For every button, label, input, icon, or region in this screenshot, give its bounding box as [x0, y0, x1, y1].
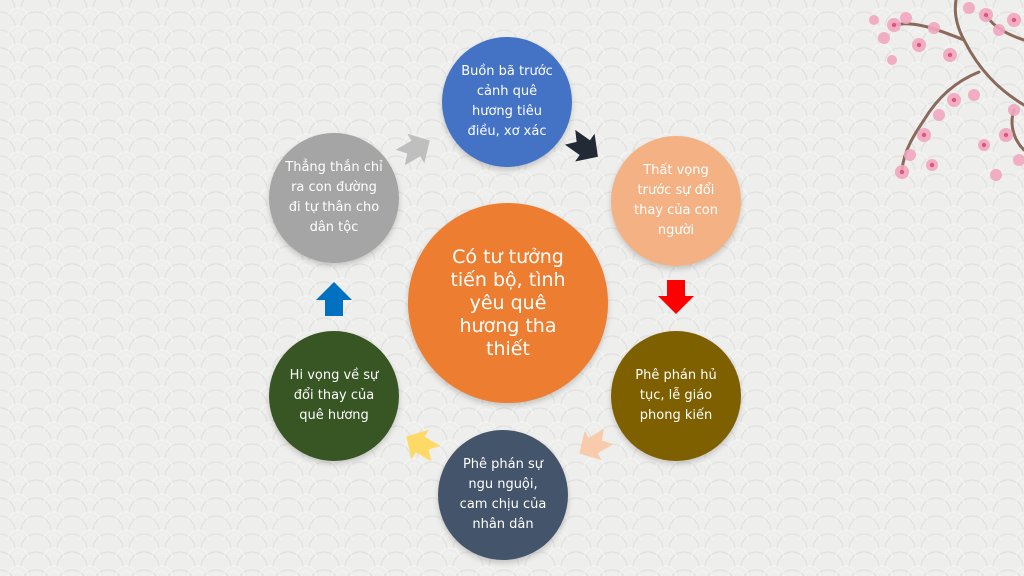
cherry-blossom-branch-icon	[869, 0, 1024, 181]
node-lower-right: Phê phán hủ tục, lễ giáo phong kiến	[611, 331, 741, 461]
node-bottom: Phê phán sự ngu nguội, cam chịu của nhân…	[438, 430, 568, 560]
chevron-arrow-icon	[389, 123, 441, 175]
node-top: Buồn bã trước cảnh quê hương tiêu điều, …	[442, 37, 572, 167]
node-upper-left-label: Thẳng thắn chỉ ra con đường đi tự thân c…	[285, 160, 383, 235]
down-arrow-icon	[657, 278, 695, 316]
center-node-label: Có tư tưởng tiến bộ, tình yêu quê hương …	[450, 245, 566, 360]
center-node: Có tư tưởng tiến bộ, tình yêu quê hương …	[408, 203, 608, 403]
node-upper-right-label: Thất vọng trước sự đổi thay của con ngườ…	[634, 163, 718, 238]
node-bottom-label: Phê phán sự ngu nguội, cam chịu của nhân…	[459, 457, 547, 532]
node-upper-right: Thất vọng trước sự đổi thay của con ngườ…	[611, 136, 741, 266]
node-lower-right-label: Phê phán hủ tục, lễ giáo phong kiến	[635, 368, 717, 423]
up-arrow-icon	[315, 280, 353, 318]
chevron-arrow-icon	[395, 419, 447, 471]
chevron-arrow-icon	[558, 121, 611, 174]
chevron-arrow-icon	[568, 419, 620, 471]
node-top-label: Buồn bã trước cảnh quê hương tiêu điều, …	[461, 64, 553, 139]
node-upper-left: Thẳng thắn chỉ ra con đường đi tự thân c…	[269, 133, 399, 263]
node-lower-left-label: Hi vọng về sự đổi thay của quê hương	[289, 368, 379, 423]
node-lower-left: Hi vọng về sự đổi thay của quê hương	[269, 331, 399, 461]
